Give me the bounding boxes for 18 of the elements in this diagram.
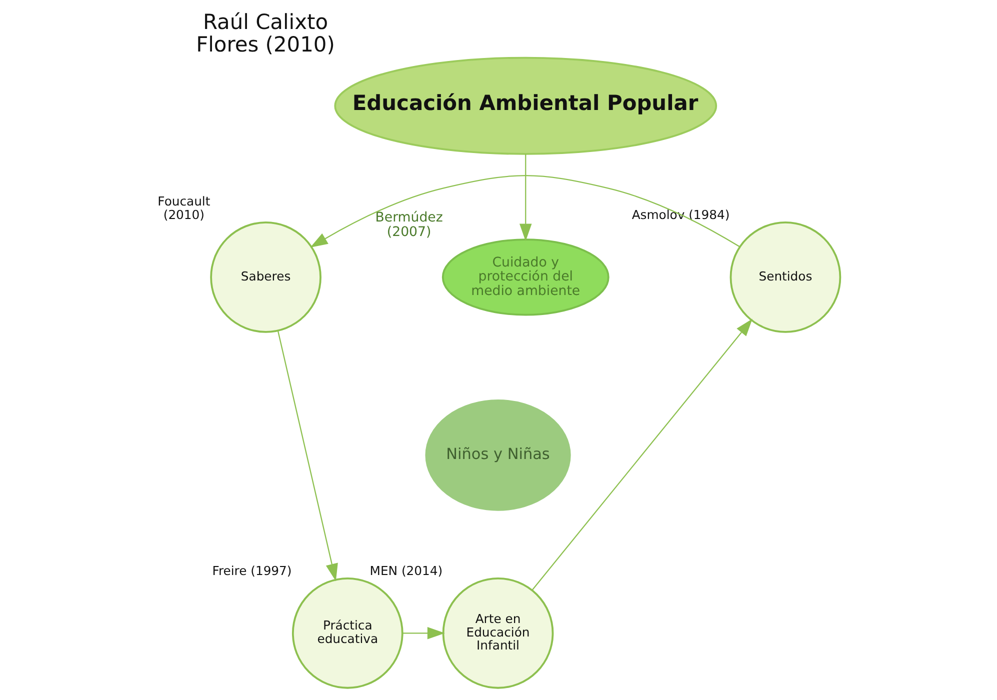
node-circle: Arte en Educación Infantil [442, 577, 554, 689]
node-circle: Práctica educativa [292, 577, 404, 689]
node-ellipse: Educación Ambiental Popular [334, 56, 718, 155]
node-ellipse: Cuidado y protección del medio ambiente [442, 238, 610, 316]
node-label: Bermúdez (2007) [375, 210, 443, 240]
node-label: Freire (1997) [212, 564, 292, 578]
arrow [402, 627, 445, 640]
node-label: MEN (2014) [370, 564, 443, 578]
arrow [520, 154, 532, 242]
node-circle: Sentidos [730, 222, 842, 333]
node-label: Foucault (2010) [158, 194, 210, 222]
arrow [310, 175, 740, 248]
arrow [277, 330, 338, 582]
node-label: Raúl Calixto Flores (2010) [196, 10, 335, 57]
arrow [532, 318, 752, 591]
node-circle: Saberes [210, 222, 322, 333]
node-ellipse: Niños y Niñas [425, 400, 571, 511]
node-label: Asmolov (1984) [632, 208, 730, 222]
